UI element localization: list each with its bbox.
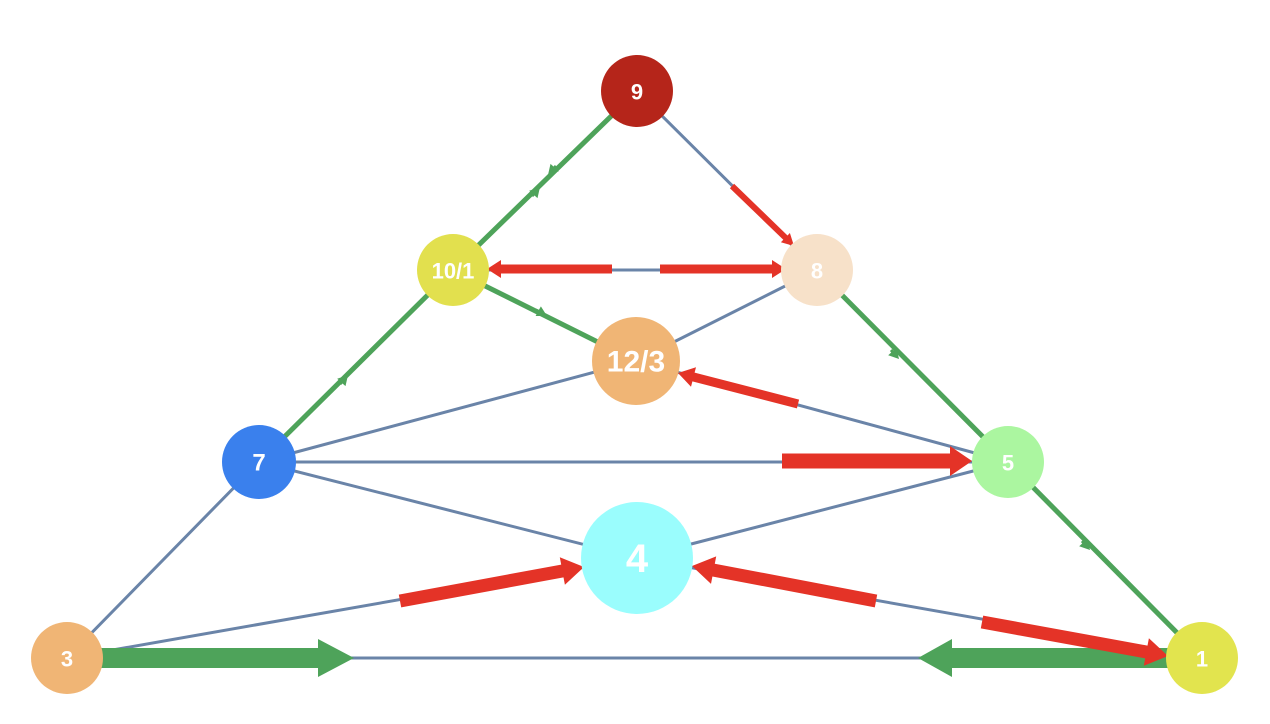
- node-5[interactable]: 5: [972, 426, 1044, 498]
- node-10-1-label: 10/1: [432, 259, 475, 284]
- node-8-circle: [781, 234, 853, 306]
- edge-n12-n7: [258, 359, 637, 464]
- node-5-circle: [972, 426, 1044, 498]
- node-4-label: 4: [626, 537, 649, 581]
- red-arrow-3: [729, 183, 794, 246]
- edge-n5-n4: [636, 460, 1009, 560]
- node-10-1[interactable]: 10/1: [417, 234, 489, 306]
- edge-n7-n3: [65, 460, 261, 660]
- node-7-label: 7: [252, 450, 265, 477]
- red-arrow-4: [678, 367, 800, 409]
- green-arrowhead-5: [888, 347, 899, 359]
- node-8[interactable]: 8: [781, 234, 853, 306]
- red-arrow-5: [782, 446, 972, 476]
- node-7-circle: [222, 425, 296, 499]
- node-4[interactable]: 4: [581, 502, 693, 614]
- green-path-n8-n5: [815, 268, 1010, 464]
- green-arrowhead-6: [1079, 538, 1090, 550]
- node-9[interactable]: 9: [601, 55, 673, 127]
- node-10-1-circle: [417, 234, 489, 306]
- node-1-circle: [1166, 622, 1238, 694]
- node-4-circle: [581, 502, 693, 614]
- node-7[interactable]: 7: [222, 425, 296, 499]
- red-arrow-1: [487, 260, 612, 278]
- node-3-circle: [31, 622, 103, 694]
- green-path-n9-n10: [451, 89, 639, 272]
- green-path-n5-n1: [1006, 460, 1204, 660]
- node-1[interactable]: 1: [1166, 622, 1238, 694]
- green-arrowhead-2: [529, 187, 540, 199]
- edge-n7-n4: [258, 460, 638, 560]
- red-arrow-6: [398, 557, 584, 608]
- node-8-label: 8: [811, 259, 823, 284]
- red-arrows-layer: [398, 183, 1168, 666]
- node-12-3[interactable]: 12/3: [592, 317, 680, 405]
- green-path-n10-n7: [257, 268, 455, 464]
- red-arrow-7: [692, 556, 878, 608]
- green-arrowhead-3: [337, 375, 348, 387]
- node-12-3-circle: [592, 317, 680, 405]
- node-9-label: 9: [631, 80, 643, 105]
- node-3-label: 3: [61, 647, 73, 672]
- green-arrowhead-4: [535, 306, 547, 316]
- red-arrow-2: [660, 260, 786, 278]
- node-5-label: 5: [1002, 451, 1014, 476]
- nodes-layer: 9 10/1 8 12/3 7 5 4 3: [31, 55, 1238, 694]
- node-9-circle: [601, 55, 673, 127]
- green-arrowhead-1: [548, 163, 559, 175]
- node-12-3-label: 12/3: [607, 346, 665, 379]
- node-3[interactable]: 3: [31, 622, 103, 694]
- green-arrow-bottom-left: [100, 639, 354, 677]
- red-arrow-8: [980, 615, 1168, 666]
- node-1-label: 1: [1196, 647, 1208, 672]
